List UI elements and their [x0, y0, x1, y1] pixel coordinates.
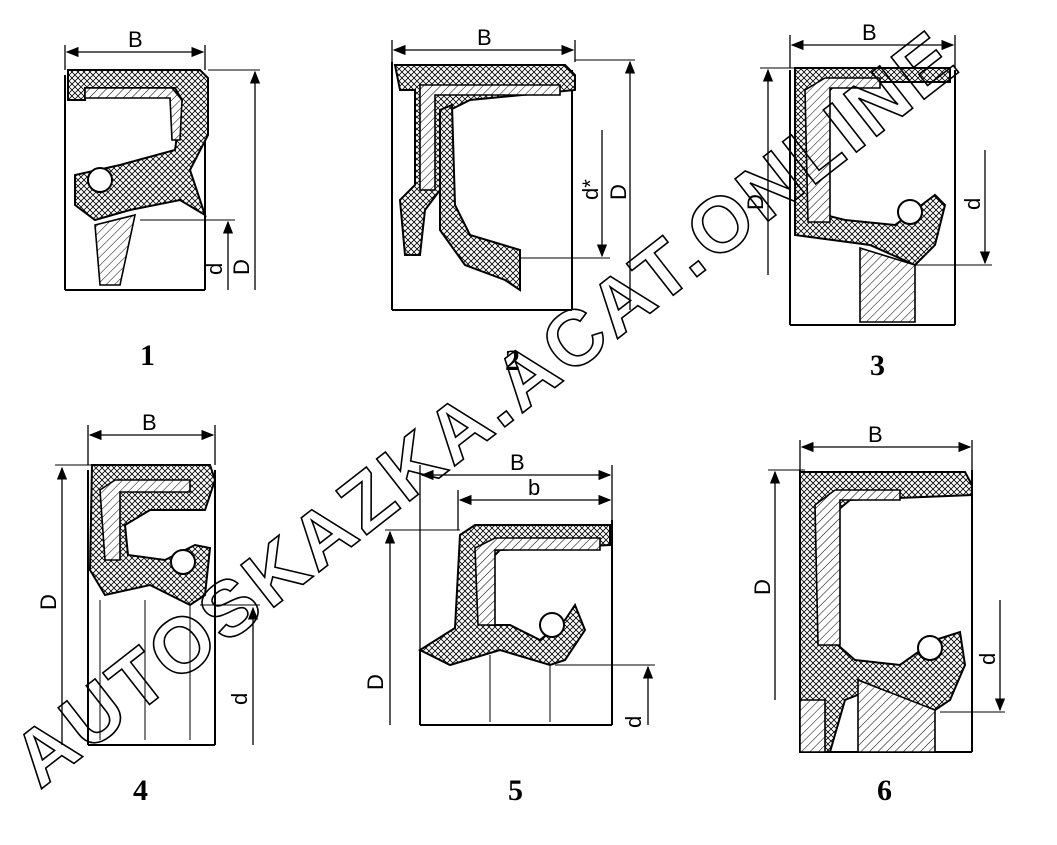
label-inner: d [975, 653, 1000, 665]
shaft-section [94, 213, 137, 286]
metal-insert [804, 77, 881, 223]
label-inner: d [960, 198, 985, 210]
figure-4: B D d 4 [36, 410, 260, 807]
metal-insert [84, 87, 183, 141]
spring-icon [897, 199, 923, 225]
label-width: B [477, 25, 492, 50]
shaft-section [857, 678, 936, 753]
label-outer: D [750, 579, 775, 595]
figure-3: B D d 3 [743, 20, 992, 382]
metal-insert [474, 537, 601, 626]
figure-number: 2 [505, 344, 520, 377]
figure-2: B d* D 2 [391, 25, 636, 377]
metal-insert [419, 84, 561, 191]
label-outer: D [229, 259, 254, 275]
shaft-section [859, 246, 916, 323]
spring-icon [539, 612, 565, 638]
spring-icon [87, 167, 113, 193]
label-inner: d [621, 716, 646, 728]
label-inner: d [227, 693, 252, 705]
spring-icon [917, 635, 943, 661]
label-width: B [862, 20, 877, 45]
metal-insert [814, 489, 901, 646]
figure-5: B b D d 5 [363, 450, 655, 807]
metal-insert [99, 479, 191, 561]
housing-outline [789, 70, 956, 326]
seal-lip [439, 103, 521, 292]
figure-number: 4 [133, 774, 148, 807]
label-inner: d* [578, 179, 603, 200]
label-inner-width: b [528, 475, 540, 500]
figure-6: B D d 6 [750, 422, 1006, 807]
label-outer: D [743, 194, 768, 210]
label-width: B [510, 450, 525, 475]
figure-number: 3 [870, 349, 885, 382]
label-outer: D [606, 184, 631, 200]
figure-number: 5 [508, 774, 523, 807]
label-outer: D [363, 674, 388, 690]
housing-outline [391, 62, 573, 311]
figure-number: 1 [140, 339, 155, 372]
spring-icon [170, 549, 196, 575]
label-width: B [128, 27, 143, 52]
figure-1: B d D 1 [64, 27, 261, 372]
label-inner: d [202, 263, 227, 275]
housing-outline [419, 520, 613, 726]
label-width: B [142, 410, 157, 435]
label-width: B [868, 422, 883, 447]
figure-number: 6 [877, 774, 892, 807]
label-outer: D [36, 594, 61, 610]
housing-outline [87, 470, 216, 746]
